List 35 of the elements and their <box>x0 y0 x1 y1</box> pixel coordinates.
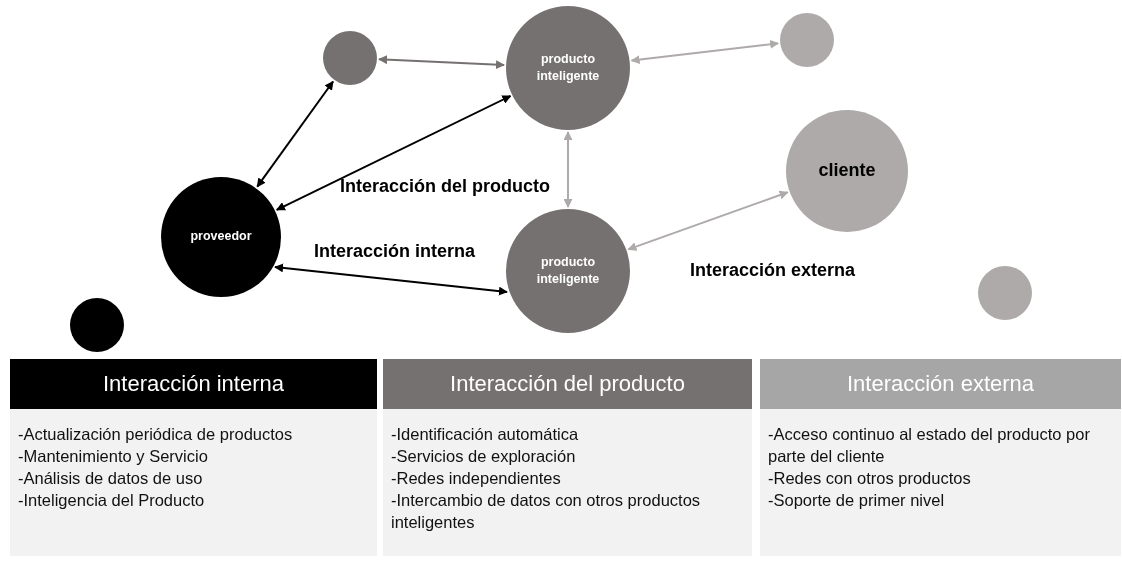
list-item: -Actualización periódica de productos <box>18 424 294 445</box>
double-arrow <box>275 95 512 211</box>
panel-heading: Interacción externa <box>760 359 1121 409</box>
circle <box>978 266 1032 320</box>
section-label: Interacción del producto <box>340 176 551 197</box>
section-label: Interacción interna <box>314 241 476 262</box>
list-item: -Redes independientes <box>391 468 562 489</box>
circle <box>70 298 124 352</box>
double-arrow <box>563 131 573 208</box>
list-item: -Inteligencia del Producto <box>18 490 206 511</box>
node-label: producto inteligente <box>535 253 601 288</box>
node-label: producto inteligente <box>535 50 601 85</box>
list-item: -Soporte de primer nivel <box>768 490 946 511</box>
list-item: -Intercambio de datos con otros productos inteligentes <box>391 490 702 533</box>
panel-heading: Interacción del producto <box>383 359 752 409</box>
list-item: -Análisis de datos de uso <box>18 468 204 489</box>
panel-heading: Interacción interna <box>10 359 377 409</box>
section-label: Interacción externa <box>690 260 856 281</box>
list-item: -Mantenimiento y Servicio <box>18 446 209 467</box>
circle <box>323 31 377 85</box>
info-panel <box>10 359 377 556</box>
list-item: -Identificación automática <box>391 424 580 445</box>
double-arrow <box>627 190 789 251</box>
list-item: -Acceso continuo al estado del producto por parte del cliente <box>768 424 1091 467</box>
double-arrow <box>630 39 780 65</box>
double-arrow <box>274 263 508 296</box>
node-label: cliente <box>817 159 877 183</box>
info-panel <box>760 359 1121 556</box>
circle <box>780 13 834 67</box>
double-arrow <box>256 80 335 188</box>
double-arrow <box>377 55 506 70</box>
info-panel <box>383 359 752 556</box>
list-item: -Servicios de exploración <box>391 446 577 467</box>
node-label: proveedor <box>189 228 253 246</box>
list-item: -Redes con otros productos <box>768 468 972 489</box>
